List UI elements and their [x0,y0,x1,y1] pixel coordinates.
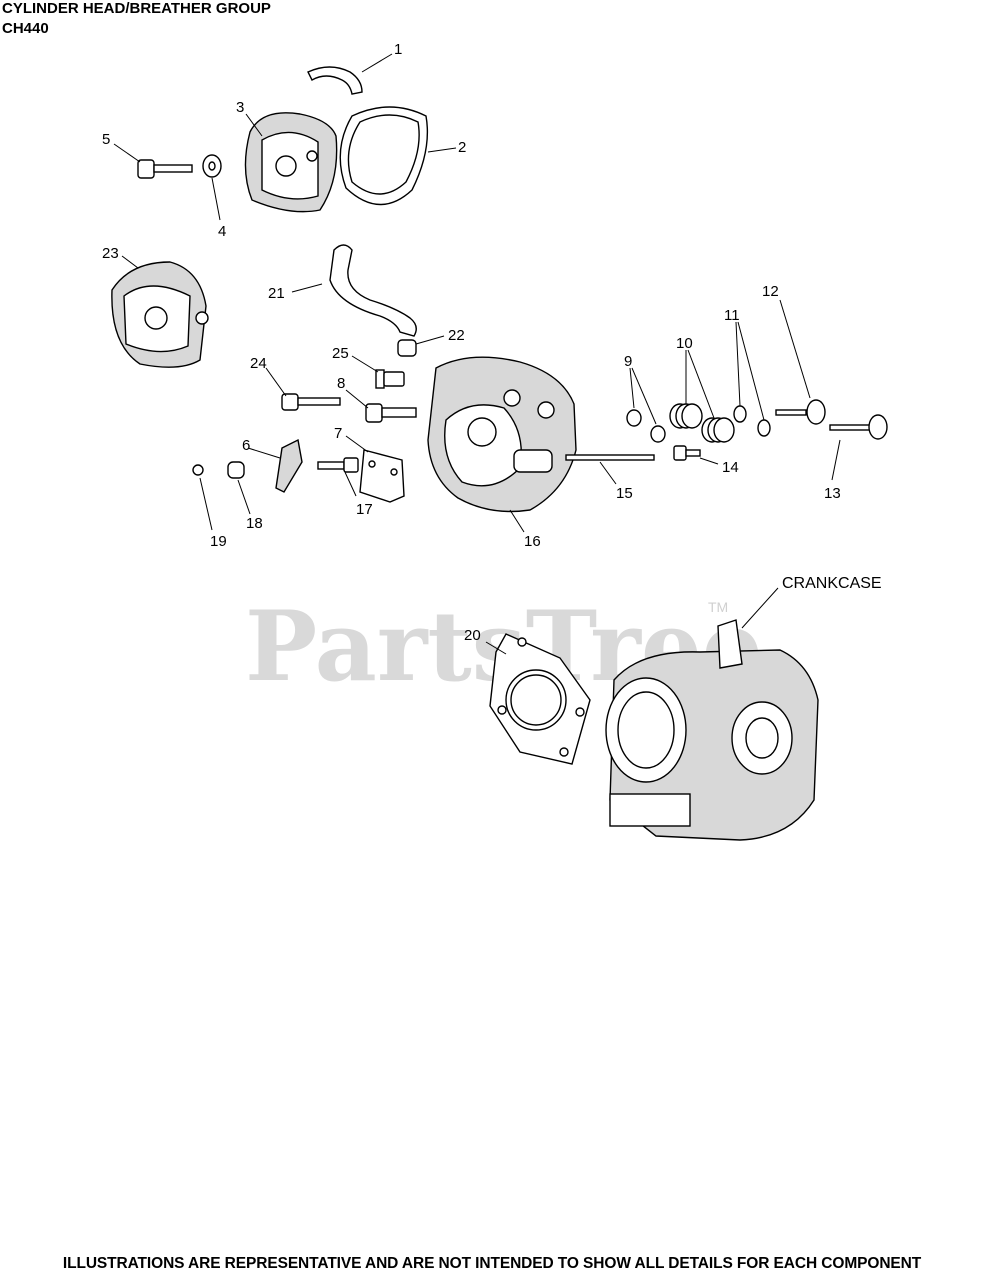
part-21-breather-tube[interactable] [329,244,417,337]
part-2-valve-cover-gasket[interactable] [339,106,429,206]
callout-9: 9 [624,353,632,370]
callout-10: 10 [676,335,693,352]
watermark-trademark: TM [708,599,728,615]
part-6-rocker-arm[interactable] [275,438,303,493]
leader-lines [113,53,841,655]
part-4-washer[interactable] [202,154,222,178]
callout-4: 4 [218,223,226,240]
part-20-head-gasket[interactable] [489,633,591,765]
part-12-intake-valve[interactable] [775,399,826,425]
callout-25: 25 [332,345,349,362]
part-1-breather-hose[interactable] [307,66,363,95]
part-22-grommet[interactable] [397,339,417,357]
part-8-bolt[interactable] [365,403,417,423]
callout-13: 13 [824,485,841,502]
callout-16: 16 [524,533,541,550]
callout-12: 12 [762,283,779,300]
callout-5: 5 [102,131,110,148]
callout-numbers: 1 2 3 4 5 6 7 8 9 10 11 12 13 14 15 16 1… [102,41,882,644]
callout-14: 14 [722,459,739,476]
part-14-tappet[interactable] [673,445,701,461]
crankcase[interactable] [605,619,819,841]
part-10-valve-spring[interactable] [669,403,735,443]
callout-6: 6 [242,437,250,454]
callout-15: 15 [616,485,633,502]
part-7-guide-plate[interactable] [359,449,405,503]
part-3-valve-cover[interactable] [244,112,338,213]
callout-22: 22 [448,327,465,344]
part-24-stud[interactable] [281,393,341,411]
callout-21: 21 [268,285,285,302]
part-5-screw[interactable] [137,159,193,179]
callout-23: 23 [102,245,119,262]
part-13-exhaust-valve[interactable] [829,414,888,440]
crankcase-label: CRANKCASE [782,575,882,592]
part-17-rocker-stud[interactable] [317,457,359,473]
part-15-push-rod[interactable] [565,454,655,461]
part-19-nut[interactable] [192,464,204,476]
callout-18: 18 [246,515,263,532]
callout-7: 7 [334,425,342,442]
part-16-cylinder-head[interactable] [427,356,577,513]
callout-20: 20 [464,627,481,644]
part-23-breather-cover[interactable] [111,261,209,368]
part-9-retainer[interactable] [626,409,666,443]
part-18-pivot[interactable] [227,461,245,479]
callout-24: 24 [250,355,267,372]
part-25-breather-valve[interactable] [375,369,405,389]
callout-17: 17 [356,501,373,518]
callout-1: 1 [394,41,402,58]
callout-3: 3 [236,99,244,116]
part-11-keeper[interactable] [733,405,771,437]
callout-19: 19 [210,533,227,550]
disclaimer-footer: ILLUSTRATIONS ARE REPRESENTATIVE AND ARE… [62,1255,922,1272]
diagram-title: CYLINDER HEAD/BREATHER GROUP [2,0,271,17]
engine-model: CH440 [2,20,49,37]
callout-11: 11 [724,307,740,324]
callout-8: 8 [337,375,345,392]
callout-2: 2 [458,139,466,156]
